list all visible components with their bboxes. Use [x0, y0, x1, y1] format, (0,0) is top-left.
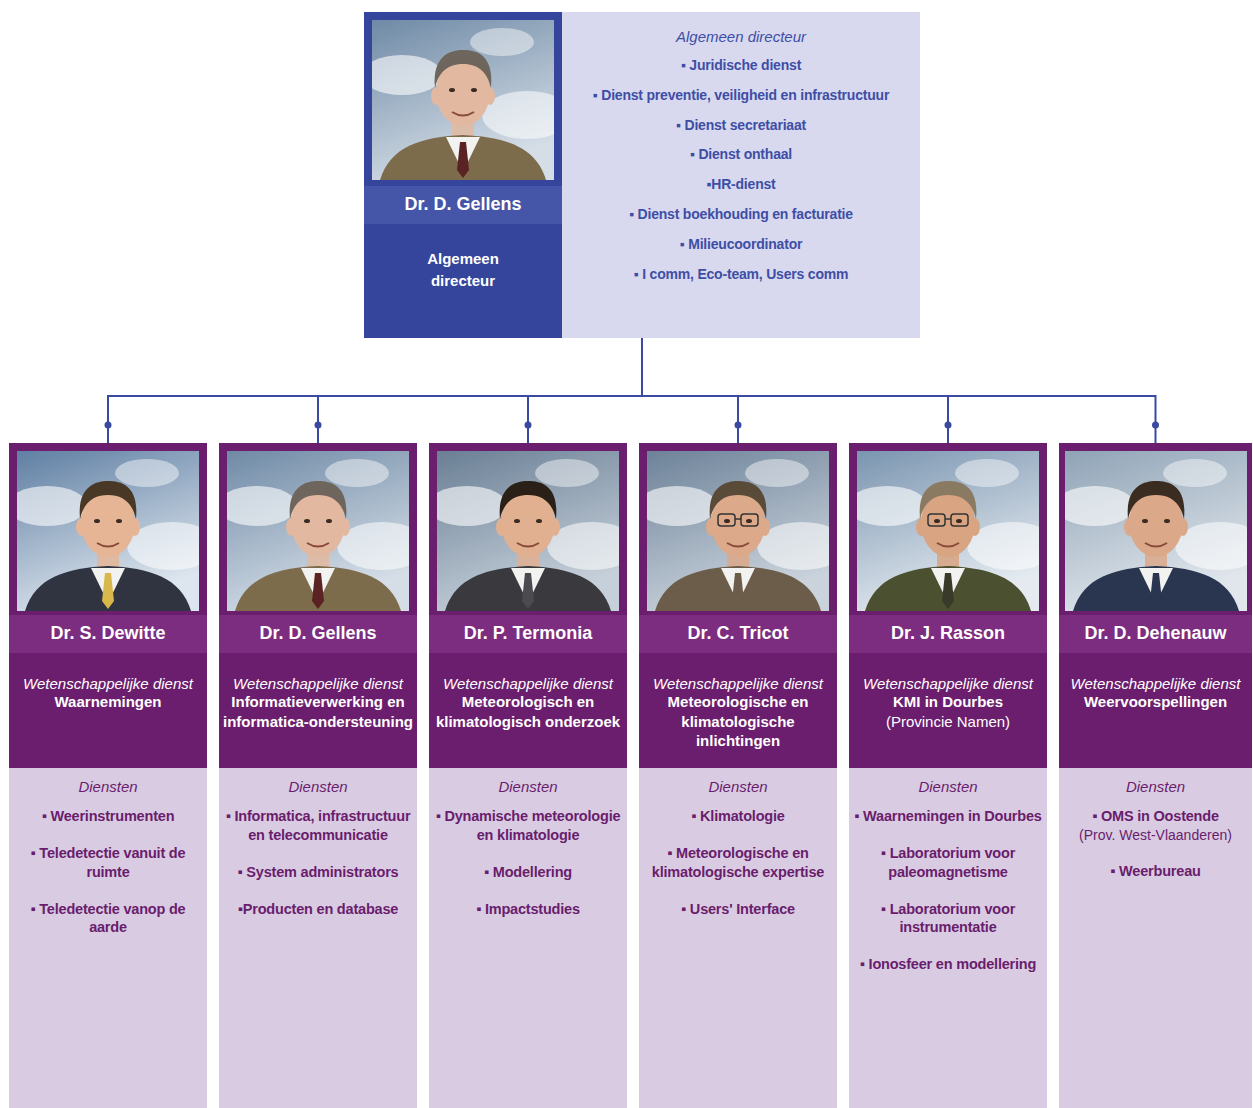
list-item: ▪HR-dienst [570, 176, 912, 193]
column-body: Diensten ▪ Klimatologie ▪ Meteorologische … [639, 768, 837, 1108]
list-item: ▪ Users' Interface [643, 900, 833, 919]
list-heading: Diensten [643, 778, 833, 795]
list-item: ▪ Dienst boekhouding en facturatie [570, 206, 912, 223]
service-type: Wetenschappelijke dienst [20, 675, 196, 692]
role-title: Algemeen directeur [364, 248, 562, 292]
list-item: ▪ Milieucoordinator [570, 236, 912, 253]
connector-dot [1152, 422, 1159, 429]
column-header: Dr. S. DewitteWetenschappelijke dienstWa… [9, 443, 207, 768]
person-name: Dr. D. Dehenauw [1059, 615, 1252, 653]
list-item: ▪ Impactstudies [433, 900, 623, 919]
list-item: ▪ Teledetectie vanop de aarde [13, 900, 203, 938]
photo-panel: Dr. D. GellensAlgemeen directeur [364, 12, 562, 338]
list-heading: Diensten [223, 778, 413, 795]
department-column: Dr. D. DehenauwWetenschappelijke dienstW… [1059, 443, 1252, 1108]
list-item: ▪ Dynamische meteorologie en klimatologi… [433, 807, 623, 845]
portrait-photo [227, 451, 409, 611]
list-item: ▪ Dienst onthaal [570, 146, 912, 163]
connector [642, 338, 948, 443]
service-type: Wetenschappelijke dienst [1068, 675, 1244, 692]
connector-dot [525, 422, 532, 429]
department-column: Dr. C. TricotWetenschappelijke dienstMet… [639, 443, 837, 1108]
portrait-photo [437, 451, 619, 611]
department-column: Dr. D. GellensWetenschappelijke dienstIn… [219, 443, 417, 1108]
service-title: Meteorologische en klimatologische inlic… [639, 692, 837, 751]
list-item: ▪ I comm, Eco-team, Users comm [570, 266, 912, 283]
connector [642, 338, 1156, 443]
service-type: Wetenschappelijke dienst [860, 675, 1036, 692]
list-item: ▪Producten en database [223, 900, 413, 919]
connector-dot [315, 422, 322, 429]
connector [528, 338, 642, 443]
director-box: Dr. D. GellensAlgemeen directeurAlgemeen… [364, 12, 920, 338]
list-item: ▪ Teledetectie vanuit de ruimte [13, 844, 203, 882]
column-body: Diensten ▪ OMS in Oostende(Prov. West-Vla… [1059, 768, 1252, 1108]
person-name: Dr. C. Tricot [639, 615, 837, 653]
column-body: Diensten ▪ Informatica, infrastructuur en… [219, 768, 417, 1108]
list-item: ▪ System administrators [223, 863, 413, 882]
list-item: ▪ Weerbureau [1063, 862, 1248, 881]
connector-dot [105, 422, 112, 429]
list-item: ▪ Meteorologische en klimatologische exp… [643, 844, 833, 882]
list-heading: Diensten [1063, 778, 1248, 795]
list-heading: Diensten [433, 778, 623, 795]
column-header: Dr. D. GellensWetenschappelijke dienstIn… [219, 443, 417, 768]
list-item: ▪ Juridische dienst [570, 57, 912, 74]
department-column: Dr. S. DewitteWetenschappelijke dienstWa… [9, 443, 207, 1108]
portrait-photo [1065, 451, 1247, 611]
portrait-photo [17, 451, 199, 611]
service-type: Wetenschappelijke dienst [650, 675, 826, 692]
location-note: (Prov. West-Vlaanderen) [1063, 826, 1248, 844]
list-item: ▪ Waarnemingen in Dourbes [853, 807, 1043, 826]
list-heading: Diensten [13, 778, 203, 795]
person-name: Dr. D. Gellens [219, 615, 417, 653]
list-item: ▪ Dienst preventie, veiligheid en infras… [570, 87, 912, 104]
column-header: Dr. C. TricotWetenschappelijke dienstMet… [639, 443, 837, 768]
list-item: ▪ Modellering [433, 863, 623, 882]
list-item: ▪ Klimatologie [643, 807, 833, 826]
connector [108, 338, 642, 443]
service-title: Waarnemingen [51, 692, 166, 712]
service-title: Informatieverwerking en informatica-onde… [219, 692, 417, 731]
column-body: Diensten ▪ Waarnemingen in Dourbes ▪ Labor… [849, 768, 1047, 1108]
list-item: ▪ Informatica, infrastructuur en telecom… [223, 807, 413, 845]
portrait-photo [372, 20, 554, 180]
column-header: Dr. J. RassonWetenschappelijke dienstKMI… [849, 443, 1047, 768]
list-item: ▪ Ionosfeer en modellering [853, 955, 1043, 974]
department-column: Dr. P. TermoniaWetenschappelijke dienstM… [429, 443, 627, 1108]
connector [642, 338, 738, 443]
list-heading: Diensten [853, 778, 1043, 795]
service-title: Meteorologisch en klimatologisch onderzo… [429, 692, 627, 731]
portrait-photo [857, 451, 1039, 611]
department-column: Dr. J. RassonWetenschappelijke dienstKMI… [849, 443, 1047, 1108]
person-name: Dr. J. Rasson [849, 615, 1047, 653]
connector-dot [945, 422, 952, 429]
list-item: ▪ OMS in Oostende [1063, 807, 1248, 826]
person-name: Dr. D. Gellens [364, 186, 562, 224]
list-item: ▪ Dienst secretariaat [570, 117, 912, 134]
service-type: Wetenschappelijke dienst [440, 675, 616, 692]
service-type: Wetenschappelijke dienst [230, 675, 406, 692]
list-item: ▪ Laboratorium voor paleomagnetisme [853, 844, 1043, 882]
services-panel: Algemeen directeur ▪ Juridische dienst ▪ D… [562, 12, 920, 338]
column-header: Dr. D. DehenauwWetenschappelijke dienstW… [1059, 443, 1252, 768]
list-item: ▪ Weerinstrumenten [13, 807, 203, 826]
person-name: Dr. S. Dewitte [9, 615, 207, 653]
service-title: KMI in Dourbes [889, 692, 1007, 712]
column-header: Dr. P. TermoniaWetenschappelijke dienstM… [429, 443, 627, 768]
list-heading: Algemeen directeur [570, 28, 912, 45]
connector [318, 338, 642, 443]
connector-dot [735, 422, 742, 429]
service-title: Weervoorspellingen [1080, 692, 1231, 712]
list-item: ▪ Laboratorium voor instrumentatie [853, 900, 1043, 938]
column-body: Diensten ▪ Weerinstrumenten ▪ Teledetectie… [9, 768, 207, 1108]
service-location: (Provincie Namen) [886, 712, 1010, 732]
column-body: Diensten ▪ Dynamische meteorologie en kli… [429, 768, 627, 1108]
portrait-photo [647, 451, 829, 611]
person-name: Dr. P. Termonia [429, 615, 627, 653]
